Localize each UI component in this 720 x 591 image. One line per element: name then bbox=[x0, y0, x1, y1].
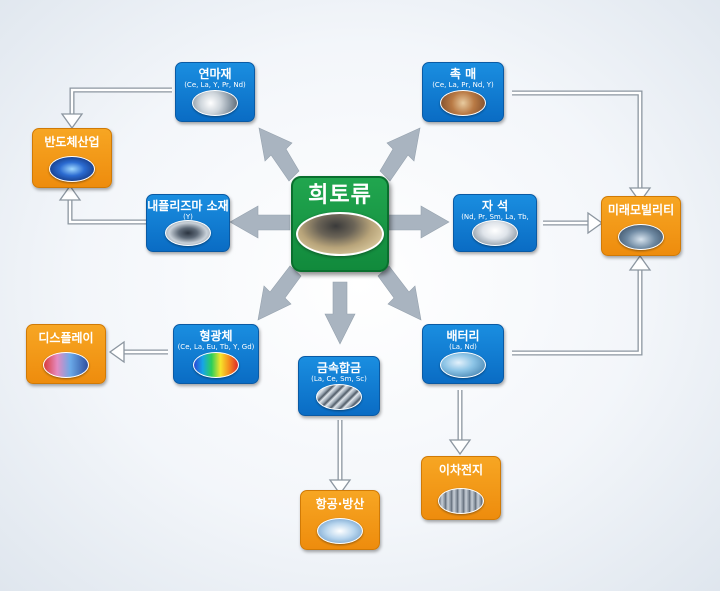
arrow-to-refractory bbox=[229, 205, 291, 239]
arrow-to-catalyst bbox=[379, 127, 421, 182]
source-title: 형광체 bbox=[199, 329, 233, 343]
source-box-catalyst: 촉 매 (Ce, La, Pr, Nd, Y) bbox=[422, 62, 504, 122]
alloy-rods-icon bbox=[316, 384, 362, 410]
source-box-abrasive: 연마재 (Ce, La, Y, Pr, Nd) bbox=[175, 62, 255, 122]
application-title: 미래모빌리티 bbox=[607, 203, 675, 217]
catalyst-pellets-icon bbox=[440, 90, 486, 116]
source-elements: (La, Ce, Sm, Sc) bbox=[311, 375, 367, 383]
source-box-magnet: 자 석 (Nd, Pr, Sm, La, Tb, Dy) bbox=[453, 194, 537, 252]
application-box-display: 디스플레이 bbox=[26, 324, 106, 384]
arrow-to-battery bbox=[377, 265, 422, 321]
rare-earth-powder-icon bbox=[296, 212, 384, 256]
connector-catalyst-mobility bbox=[512, 90, 643, 190]
arrowhead-secondary bbox=[448, 439, 472, 456]
connector-battery-mobility bbox=[512, 268, 643, 356]
arrowhead-semiconductor-bottom bbox=[58, 184, 82, 201]
application-title: 항공·방산 bbox=[315, 497, 365, 511]
source-elements: (Ce, La, Y, Pr, Nd) bbox=[184, 81, 246, 89]
source-title: 내플리즈마 소재 bbox=[147, 199, 229, 213]
source-box-refractory: 내플리즈마 소재 (Y) bbox=[146, 194, 230, 252]
abrasive-discs-icon bbox=[192, 90, 238, 116]
arrowhead-mobility-bottom bbox=[628, 254, 652, 271]
application-box-aerospace: 항공·방산 bbox=[300, 490, 380, 550]
application-box-semiconductor: 반도체산업 bbox=[32, 128, 112, 188]
magnet-discs-icon bbox=[472, 220, 518, 246]
future-car-icon bbox=[618, 224, 664, 250]
connector-abrasive-semiconductor bbox=[69, 87, 172, 118]
application-box-secondary-battery: 이차전지 bbox=[421, 456, 501, 520]
source-title: 배터리 bbox=[446, 329, 480, 343]
source-elements: (Ce, La, Eu, Tb, Y, Gd) bbox=[177, 343, 255, 351]
arrowhead-display bbox=[108, 340, 125, 364]
aircraft-icon bbox=[317, 518, 363, 544]
source-title: 금속합금 bbox=[316, 361, 362, 375]
refractory-rings-icon bbox=[165, 220, 211, 246]
center-rare-earth-box: 희토류 bbox=[291, 176, 389, 272]
display-panel-icon bbox=[43, 352, 89, 378]
source-title: 자 석 bbox=[481, 199, 509, 213]
battery-pack-icon bbox=[438, 488, 484, 514]
application-title: 디스플레이 bbox=[38, 331, 94, 345]
battery-cells-icon bbox=[440, 352, 486, 378]
center-title: 희토류 bbox=[308, 183, 372, 208]
source-box-alloy: 금속합금 (La, Ce, Sm, Sc) bbox=[298, 356, 380, 416]
arrow-to-phosphor bbox=[257, 265, 302, 321]
connector-refractory-semiconductor bbox=[67, 196, 146, 225]
arrow-to-alloy bbox=[324, 281, 356, 345]
semiconductor-chip-icon bbox=[49, 156, 95, 182]
arrow-to-magnet bbox=[388, 205, 450, 239]
source-title: 촉 매 bbox=[449, 67, 477, 81]
arrow-to-abrasive bbox=[258, 127, 300, 182]
application-title: 이차전지 bbox=[438, 463, 484, 477]
source-elements: (La, Nd) bbox=[449, 343, 477, 351]
source-box-phosphor: 형광체 (Ce, La, Eu, Tb, Y, Gd) bbox=[173, 324, 259, 384]
arrowhead-mobility-left bbox=[587, 211, 604, 235]
arrowhead-mobility-top bbox=[628, 187, 652, 204]
application-title: 반도체산업 bbox=[44, 135, 100, 149]
source-title: 연마재 bbox=[198, 67, 232, 81]
source-elements: (Y) bbox=[183, 213, 193, 221]
application-box-mobility: 미래모빌리티 bbox=[601, 196, 681, 256]
phosphor-spectrum-icon bbox=[193, 352, 239, 378]
source-elements: (Ce, La, Pr, Nd, Y) bbox=[432, 81, 494, 89]
source-box-battery: 배터리 (La, Nd) bbox=[422, 324, 504, 384]
arrowhead-aerospace bbox=[328, 479, 352, 496]
arrowhead-semiconductor-top bbox=[60, 113, 84, 130]
